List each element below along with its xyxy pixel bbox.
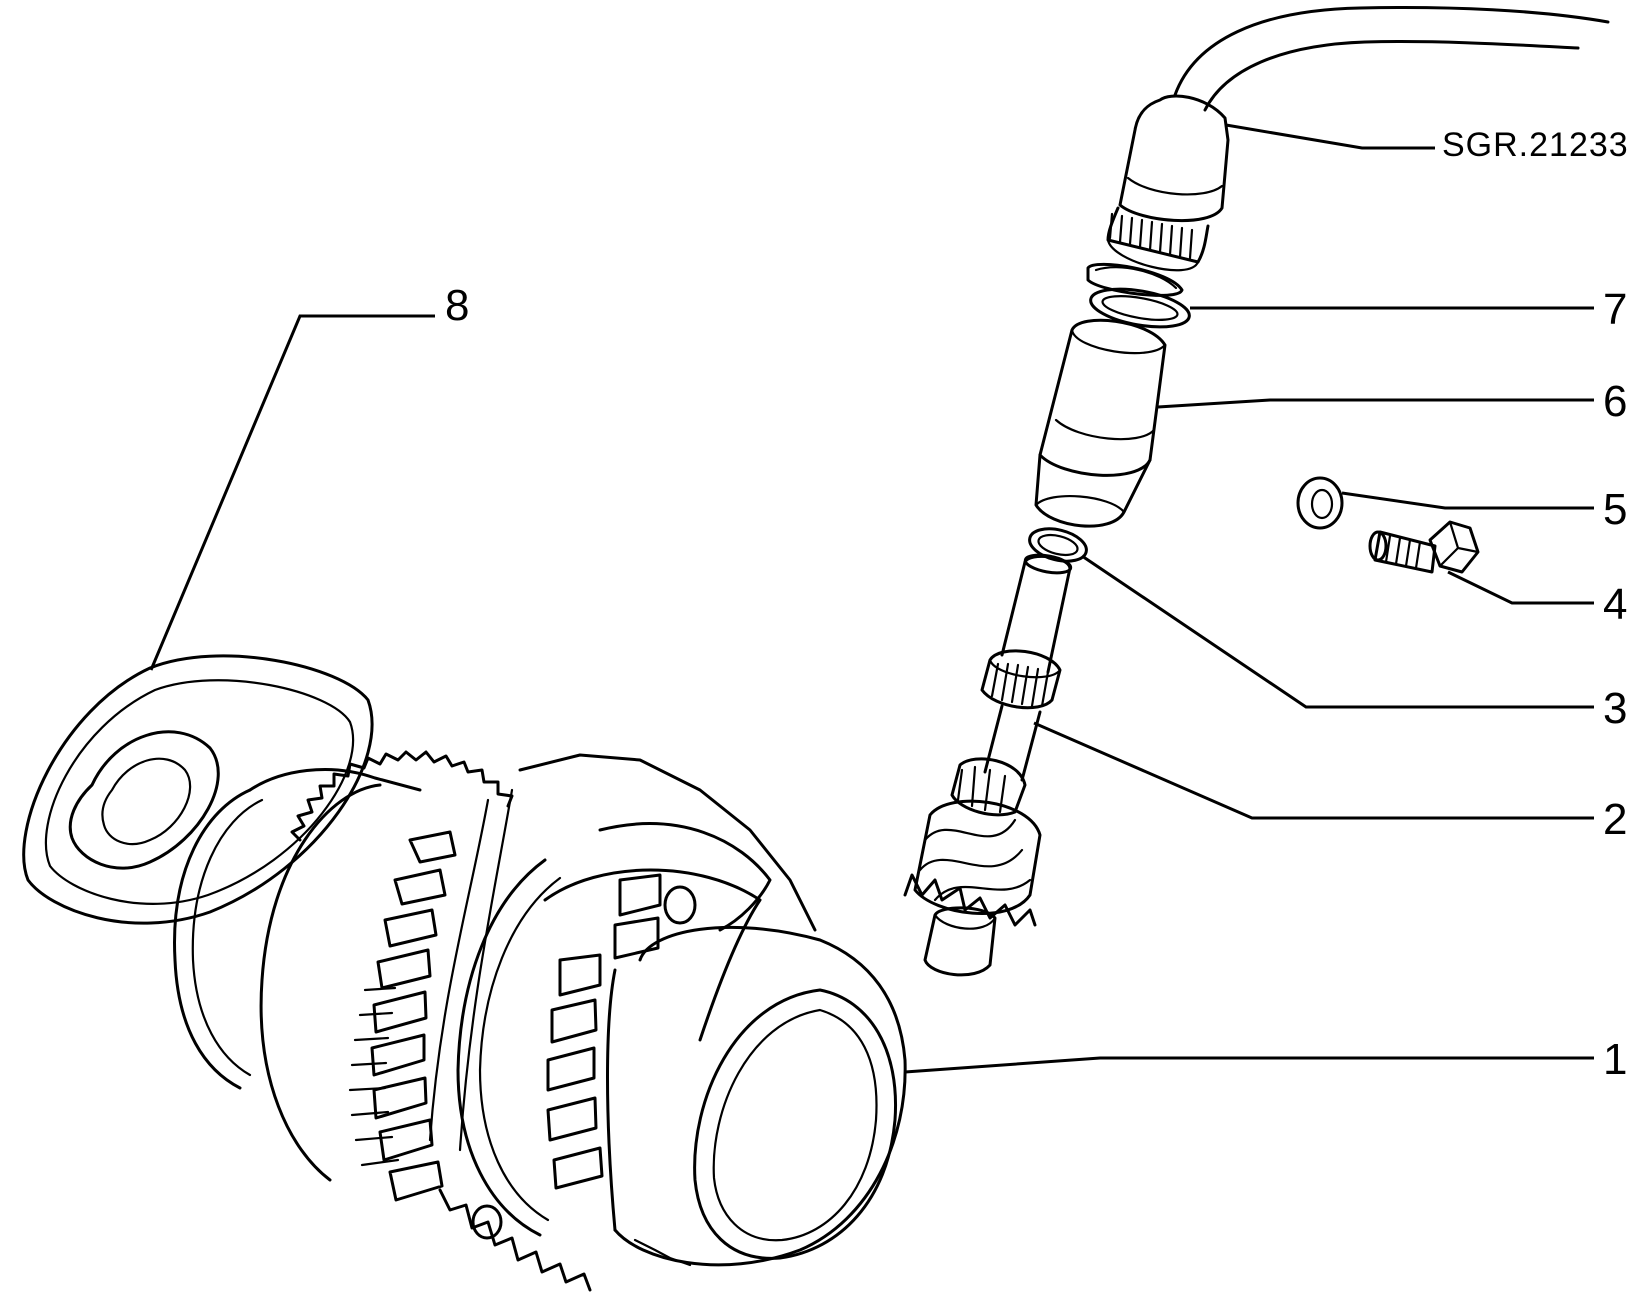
leader-lines — [149, 123, 1594, 1074]
callout-7: 7 — [1603, 285, 1627, 334]
leader-3 — [1081, 554, 1594, 709]
part-3-seal-ring — [1028, 527, 1088, 563]
callout-6: 6 — [1603, 377, 1627, 426]
leader-5 — [1341, 491, 1594, 510]
callout-8: 8 — [445, 281, 469, 330]
callout-3: 3 — [1603, 684, 1627, 733]
leader-8 — [149, 314, 435, 671]
leader-1 — [904, 1056, 1594, 1074]
callout-4: 4 — [1603, 580, 1627, 629]
callout-1: 1 — [1603, 1035, 1627, 1084]
part-2-drive-gear — [903, 553, 1073, 977]
leader-4 — [1447, 570, 1594, 605]
part-5-washer — [1296, 476, 1344, 530]
leader-drawing-code — [1225, 123, 1435, 150]
leader-2 — [1033, 721, 1594, 820]
nut-thread — [1086, 262, 1184, 297]
part-8-thrust-washer — [22, 654, 374, 925]
callout-5: 5 — [1603, 485, 1627, 534]
part-1-differential-housing — [173, 750, 907, 1292]
part-6-bush — [1034, 318, 1167, 528]
drawing-code-label: SGR.21233 — [1442, 126, 1629, 164]
leader-6 — [1157, 398, 1594, 409]
callout-2: 2 — [1603, 795, 1627, 844]
cable-connector-sleeve — [1106, 94, 1230, 272]
part-7-o-ring — [1089, 287, 1191, 329]
part-4-bolt — [1368, 520, 1480, 574]
speedometer-cable — [1173, 6, 1610, 112]
